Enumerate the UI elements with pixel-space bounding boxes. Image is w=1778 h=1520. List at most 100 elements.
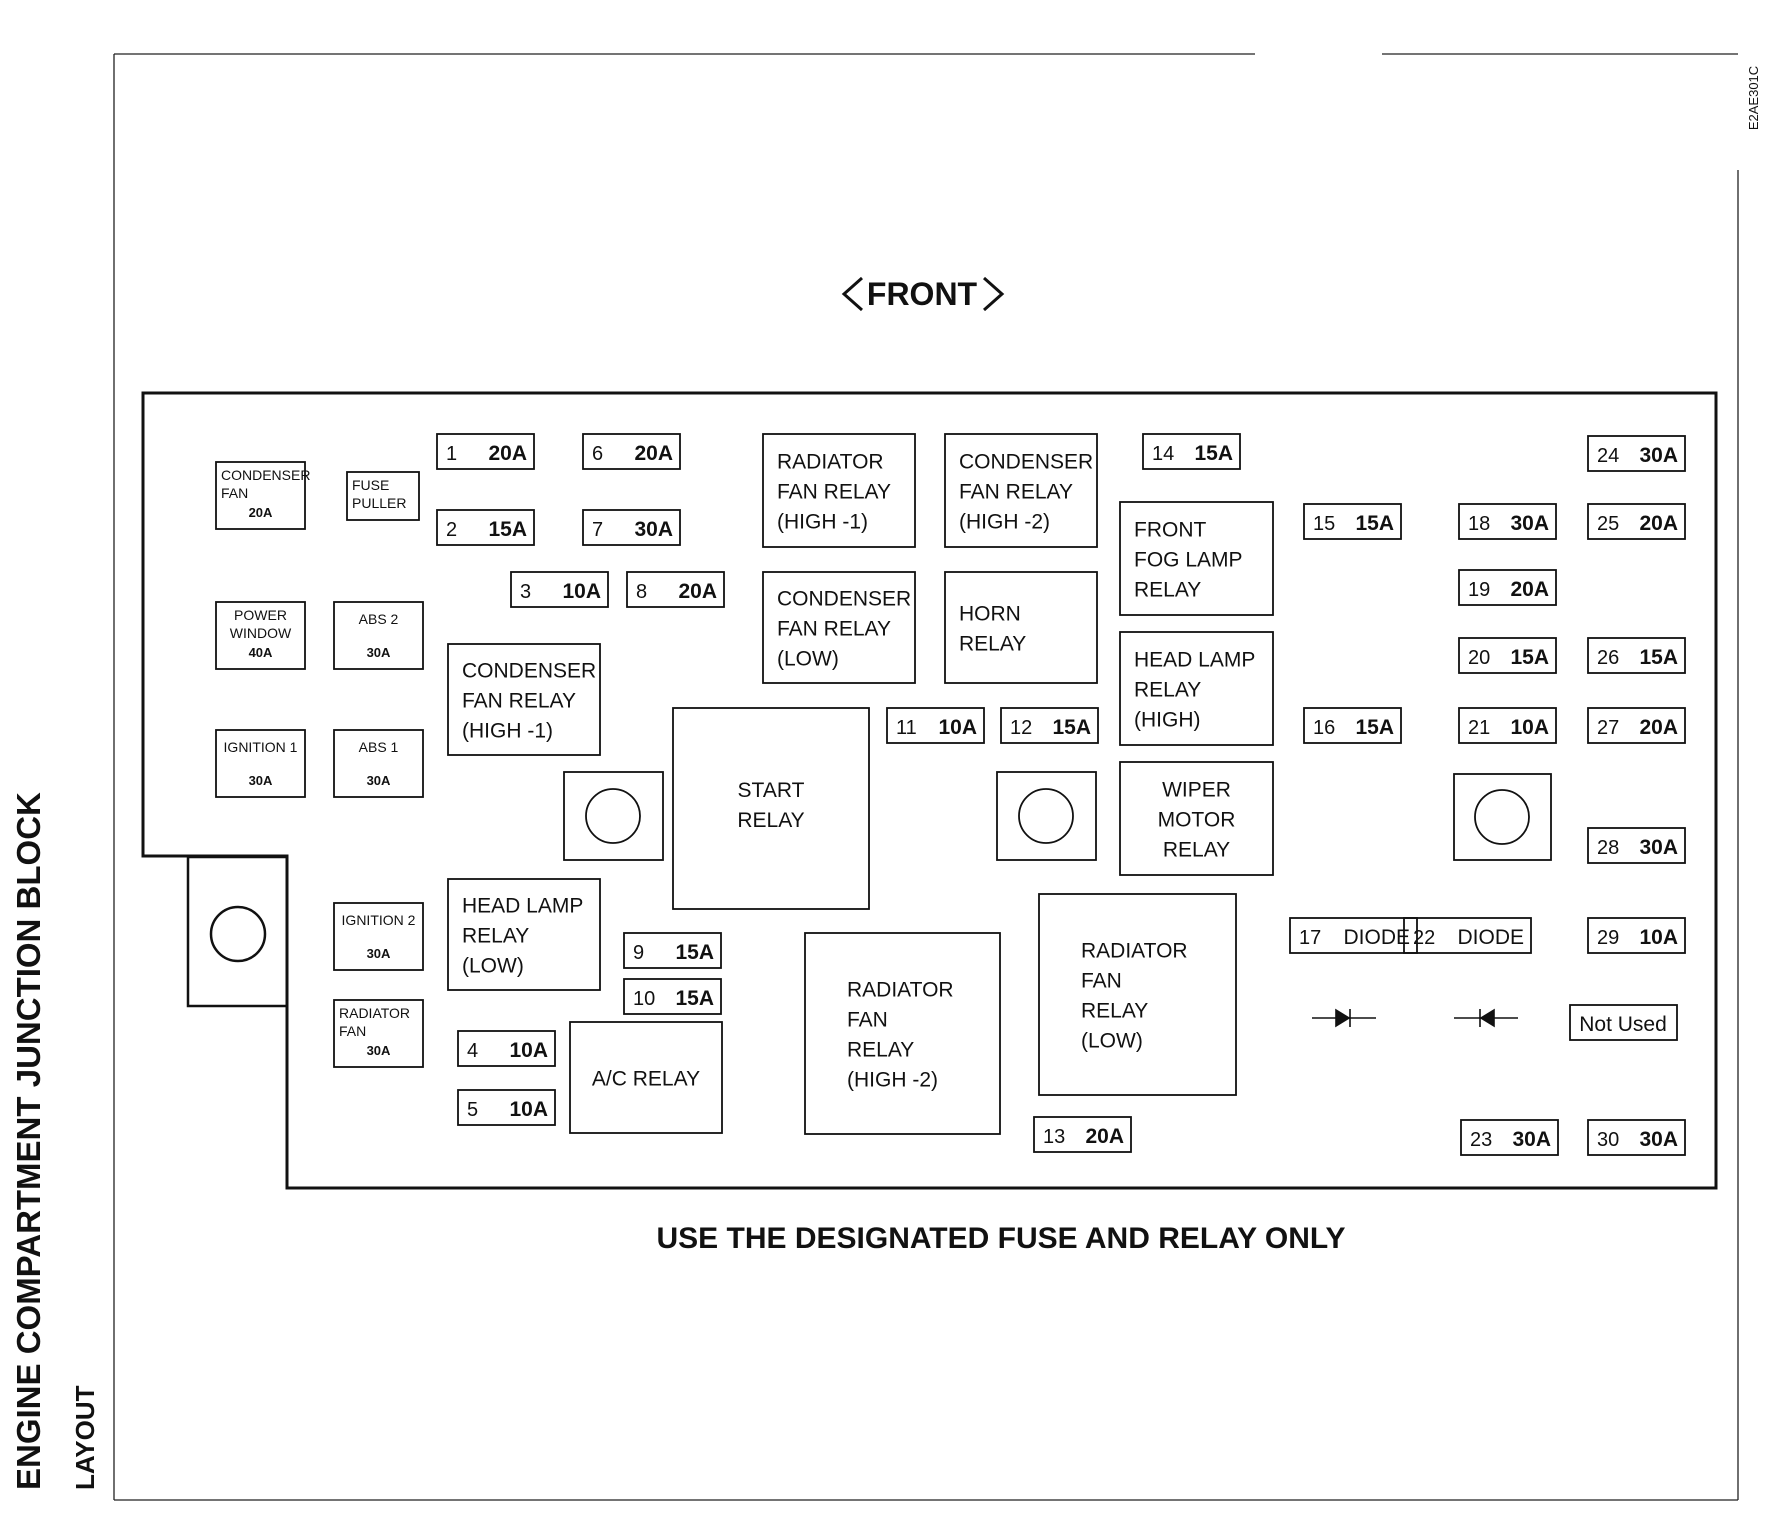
fuse-rating: 10A xyxy=(562,580,601,603)
relay-label-line: CONDENSER xyxy=(959,451,1093,474)
link-label-line: WINDOW xyxy=(230,625,292,641)
junction-block-outline xyxy=(141,391,1718,1190)
fuse-rating: DIODE xyxy=(1457,926,1524,949)
relay-label-line: FAN RELAY xyxy=(462,690,576,713)
relay-label-line: FOG LAMP xyxy=(1134,549,1243,572)
fuse-22: 22 DIODE xyxy=(1403,917,1532,954)
relay-label-line: FAN xyxy=(1081,970,1122,993)
link-label-line: ABS 2 xyxy=(359,611,399,627)
relay-label-line: (HIGH -1) xyxy=(462,720,553,743)
bolt-hole-3 xyxy=(1453,773,1552,861)
fuse-number: 13 xyxy=(1043,1126,1065,1148)
relay-label-line: RADIATOR xyxy=(1081,940,1188,963)
diode-22-icon xyxy=(1454,1008,1518,1028)
fuse-number: 12 xyxy=(1010,717,1032,739)
power-window-link: POWER WINDOW 40A xyxy=(215,601,306,670)
page-title: ENGINE COMPARTMENT JUNCTION BLOCK xyxy=(10,792,47,1490)
relay-label-line: RADIATOR xyxy=(777,451,884,474)
fuse-number: 20 xyxy=(1468,647,1490,669)
fuse-19: 19 20A xyxy=(1458,569,1557,606)
bolt-icon xyxy=(585,788,641,844)
relay-label-line: FAN RELAY xyxy=(777,481,891,504)
relay-label-line: MOTOR xyxy=(1158,809,1236,832)
fuse-number: 19 xyxy=(1468,579,1490,601)
relay-label-line: HORN xyxy=(959,603,1021,626)
relay-label-line: (LOW) xyxy=(462,955,524,978)
fuse-number: 1 xyxy=(446,443,457,465)
fuse-number: 22 xyxy=(1413,927,1435,949)
fuse-rating: 30A xyxy=(1639,836,1678,859)
relay-label-line: WIPER xyxy=(1162,779,1231,802)
fuse-rating: 15A xyxy=(488,518,527,541)
fuse-number: 10 xyxy=(633,988,655,1010)
relay-label-line: RELAY xyxy=(1163,839,1230,862)
link-label-line: POWER xyxy=(234,607,287,623)
fuse-rating: 10A xyxy=(1639,926,1678,949)
fuse-rating: 10A xyxy=(509,1039,548,1062)
front-left-bracket xyxy=(841,276,863,312)
link-rating: 30A xyxy=(367,946,391,961)
relay-label-line: RADIATOR xyxy=(847,979,954,1002)
front-text: FRONT xyxy=(867,276,978,312)
bolt-icon xyxy=(1018,788,1074,844)
mounting-tab xyxy=(186,855,289,1008)
relay-label-line: RELAY xyxy=(462,925,529,948)
fuse-number: 3 xyxy=(520,581,531,603)
fuse-number: 24 xyxy=(1597,445,1619,467)
fuse-rating: 20A xyxy=(1510,578,1549,601)
fuse-rating: 10A xyxy=(938,716,977,739)
fuse-rating: 15A xyxy=(1510,646,1549,669)
link-rating: 30A xyxy=(367,1043,391,1058)
relay-label-line: RELAY xyxy=(1134,579,1201,602)
fuse-number: 26 xyxy=(1597,647,1619,669)
doc-code: E2AE301C xyxy=(1746,66,1761,130)
fuse-rating: 15A xyxy=(675,941,714,964)
front-right-bracket xyxy=(983,276,1005,312)
link-label-line: CONDENSER xyxy=(221,467,310,483)
fuse-rating: 15A xyxy=(1194,442,1233,465)
link-label-line: IGNITION 2 xyxy=(342,912,416,928)
mounting-bolt-icon xyxy=(209,905,267,963)
fuse-number: 6 xyxy=(592,443,603,465)
link-label-line: FAN xyxy=(339,1023,366,1039)
footer-note: USE THE DESIGNATED FUSE AND RELAY ONLY xyxy=(656,1222,1345,1255)
relay-label-line: RELAY xyxy=(847,1039,914,1062)
fuse-rating: 20A xyxy=(678,580,717,603)
page-subtitle: LAYOUT xyxy=(70,1385,100,1490)
diode-17-icon xyxy=(1312,1008,1376,1028)
link-rating: 20A xyxy=(249,505,273,520)
fuse-number: 15 xyxy=(1313,513,1335,535)
fuse-rating: 15A xyxy=(1639,646,1678,669)
relay-label-line: RELAY xyxy=(1081,1000,1148,1023)
relay-label-line: (HIGH -2) xyxy=(959,511,1050,534)
fuse-number: 17 xyxy=(1299,927,1321,949)
link-rating: 40A xyxy=(249,645,273,660)
